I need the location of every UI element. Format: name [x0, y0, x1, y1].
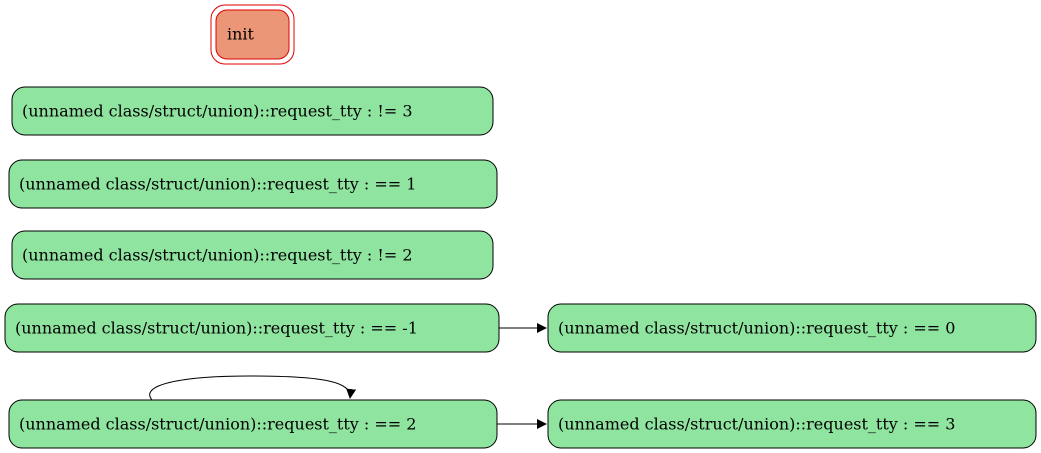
node-init-box — [215, 9, 290, 60]
node-box — [8, 159, 498, 209]
node-label: (unnamed class/struct/union)::request_tt… — [15, 319, 418, 338]
node-label: (unnamed class/struct/union)::request_tt… — [558, 415, 955, 434]
node-init[interactable]: init — [210, 4, 295, 65]
edge-2-self-loop — [149, 375, 357, 401]
node-box — [11, 230, 494, 280]
node-request-tty-eq-2[interactable]: (unnamed class/struct/union)::request_tt… — [8, 399, 498, 449]
node-box — [547, 303, 1037, 353]
node-request-tty-eq-minus-1[interactable]: (unnamed class/struct/union)::request_tt… — [4, 303, 500, 353]
node-box — [547, 399, 1037, 449]
node-request-tty-eq-1[interactable]: (unnamed class/struct/union)::request_tt… — [8, 159, 498, 209]
node-label: (unnamed class/struct/union)::request_tt… — [22, 246, 413, 265]
node-label: (unnamed class/struct/union)::request_tt… — [19, 175, 416, 194]
node-label: (unnamed class/struct/union)::request_tt… — [22, 102, 413, 121]
node-box — [11, 86, 494, 136]
node-init-outer-border — [210, 4, 295, 65]
node-request-tty-eq-3[interactable]: (unnamed class/struct/union)::request_tt… — [547, 399, 1037, 449]
node-request-tty-ne-3[interactable]: (unnamed class/struct/union)::request_tt… — [11, 86, 494, 136]
node-label: (unnamed class/struct/union)::request_tt… — [19, 415, 416, 434]
node-request-tty-eq-0[interactable]: (unnamed class/struct/union)::request_tt… — [547, 303, 1037, 353]
node-label: (unnamed class/struct/union)::request_tt… — [558, 319, 955, 338]
node-request-tty-ne-2[interactable]: (unnamed class/struct/union)::request_tt… — [11, 230, 494, 280]
node-init-label: init — [227, 25, 255, 44]
